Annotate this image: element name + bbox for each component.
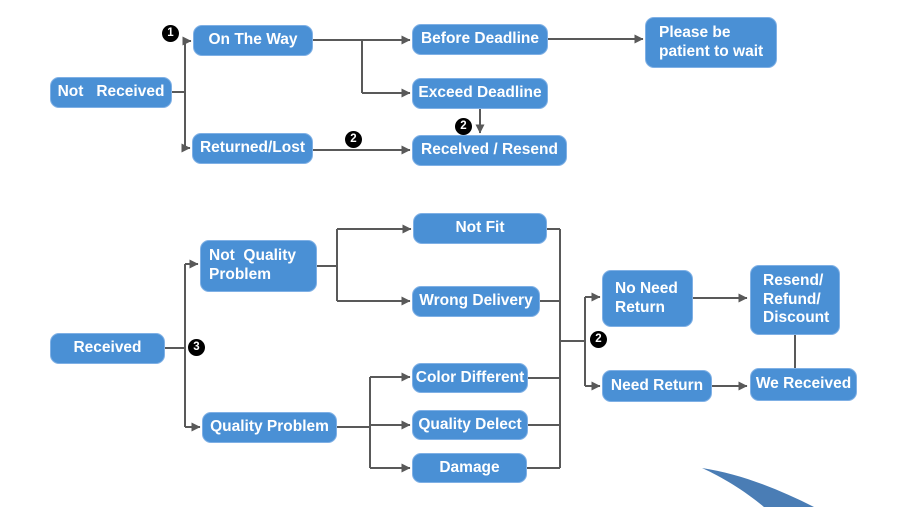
step-marker-3: 3 (188, 339, 205, 356)
node-we-received: We Received (750, 368, 857, 401)
node-label: Need Return (610, 376, 704, 394)
node-label: Wrong Delivery (419, 292, 533, 310)
node-no-need-return: No Need Return (602, 270, 693, 327)
node-damage: Damage (412, 453, 527, 483)
node-label: Quality Delect (418, 415, 522, 433)
node-not-received: Not Received (50, 77, 172, 108)
node-label: Not Fit (455, 219, 505, 237)
node-label: Not Quality Problem (209, 247, 296, 283)
node-label: Damage (439, 458, 500, 476)
node-color-different: Color Different (412, 363, 528, 393)
node-quality-problem: Quality Problem (202, 412, 337, 443)
node-label: Resend/ Refund/ Discount (763, 271, 830, 327)
node-received-resend: Recelved / Resend (412, 135, 567, 166)
step-marker-2a: 2 (345, 131, 362, 148)
node-label: Before Deadline (420, 30, 539, 48)
node-label: Quality Problem (210, 418, 329, 436)
node-label: No Need Return (615, 279, 678, 316)
node-quality-delect: Quality Delect (412, 410, 528, 440)
step-marker-1: 1 (162, 25, 179, 42)
node-label: Exceed Deadline (418, 84, 542, 102)
node-not-quality-problem: Not Quality Problem (200, 240, 317, 292)
node-label: Returned/Lost (199, 139, 306, 157)
node-before-deadline: Before Deadline (412, 24, 548, 55)
node-label: Received (73, 339, 142, 357)
node-label: On The Way (208, 31, 298, 49)
node-on-the-way: On The Way (193, 25, 313, 56)
node-not-fit: Not Fit (413, 213, 547, 244)
node-please-wait: Please be patient to wait (645, 17, 777, 68)
node-label: Recelved / Resend (421, 141, 558, 159)
node-label: Color Different (415, 368, 525, 386)
node-exceed-deadline: Exceed Deadline (412, 78, 548, 109)
node-resend-refund-discount: Resend/ Refund/ Discount (750, 265, 840, 335)
node-label: Please be patient to wait (659, 23, 764, 60)
step-marker-2b: 2 (455, 118, 472, 135)
node-returned-lost: Returned/Lost (192, 133, 313, 164)
node-wrong-delivery: Wrong Delivery (412, 286, 540, 317)
node-label: We Received (755, 375, 852, 393)
step-marker-2c: 2 (590, 331, 607, 348)
node-label: Not Received (57, 83, 165, 101)
node-need-return: Need Return (602, 370, 712, 402)
node-received: Received (50, 333, 165, 364)
